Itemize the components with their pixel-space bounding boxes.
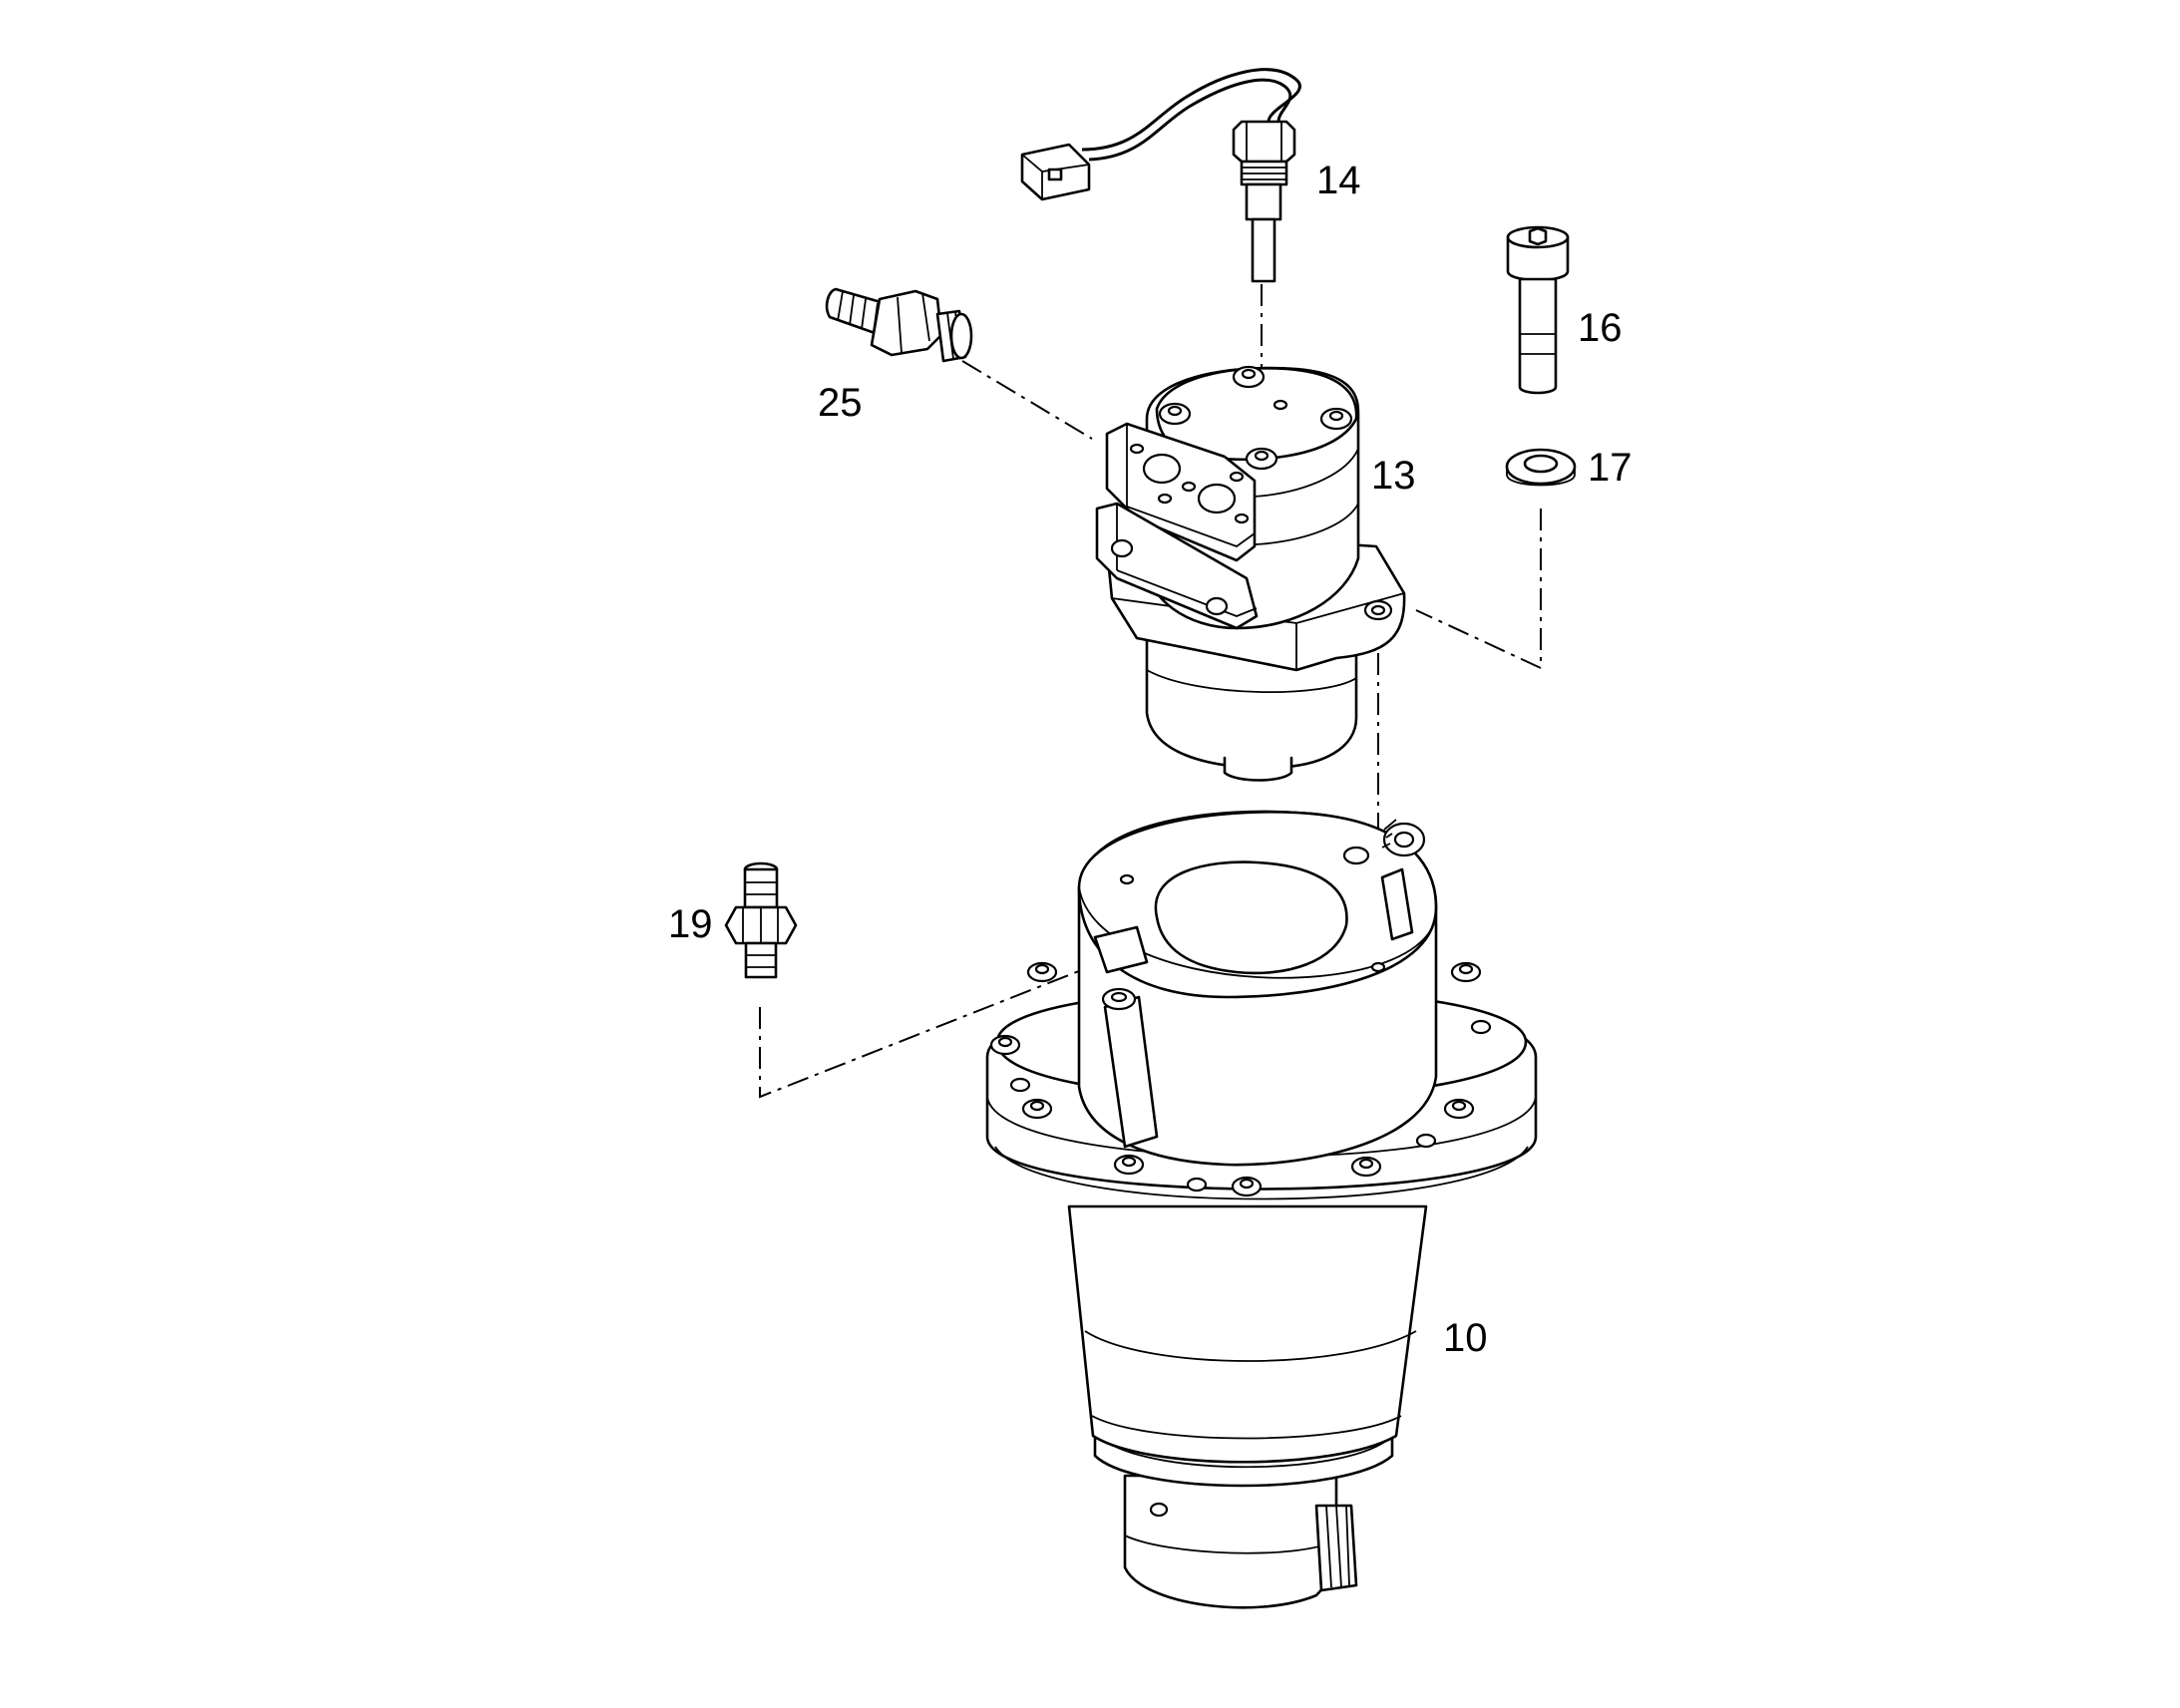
callout-10: 10 [1443,1316,1488,1360]
callout-17: 17 [1588,446,1633,490]
fitting-plug[interactable] [825,287,973,363]
cap-screw[interactable] [1506,225,1570,395]
callout-25: 25 [818,381,863,425]
washer[interactable] [1505,448,1577,487]
callout-13: 13 [1371,454,1416,498]
breather-fitting[interactable] [724,861,798,979]
gearbox-housing[interactable] [985,810,1538,1609]
callout-labels: 14 16 17 13 25 19 10 [668,159,1633,1360]
hydraulic-motor[interactable] [1095,365,1406,782]
sensor-with-cable[interactable] [1020,68,1301,283]
flange-bolts [989,961,1492,1197]
callout-16: 16 [1578,306,1623,350]
callout-19: 19 [668,902,713,946]
callout-14: 14 [1316,159,1361,202]
